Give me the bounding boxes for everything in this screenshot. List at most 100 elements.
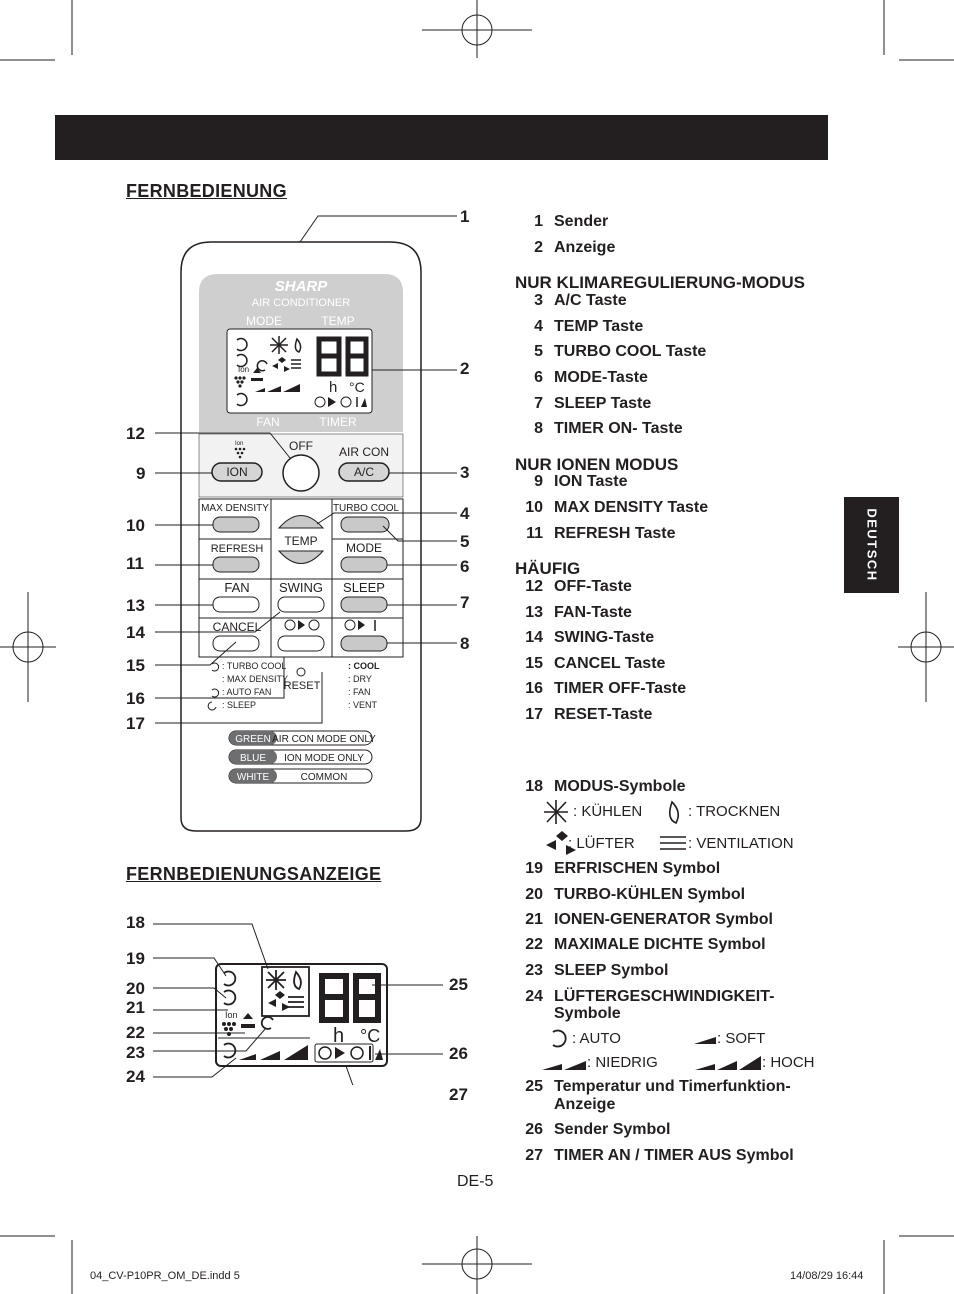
svg-text:MAX DENSITY: MAX DENSITY — [201, 503, 269, 514]
fan-symbol-high: : HOCH — [762, 1054, 815, 1071]
remote-temp-down — [277, 550, 325, 564]
callout-21: 21 — [126, 998, 145, 1017]
callout-19: 19 — [126, 949, 145, 968]
remote-ac-button — [338, 462, 390, 482]
svg-text:Ion: Ion — [225, 1010, 238, 1020]
footer-filename: 04_CV-P10PR_OM_DE.indd 5 — [90, 1270, 240, 1282]
remote-swing-button — [277, 596, 325, 613]
svg-text:ION: ION — [226, 465, 247, 479]
mode-symbol-fan: : LÜFTER — [568, 835, 635, 852]
callout-25: 25 — [449, 975, 468, 994]
svg-text:COMMON: COMMON — [301, 772, 348, 783]
callout-9: 9 — [136, 464, 146, 483]
svg-text:WHITE: WHITE — [237, 772, 270, 783]
remote-off-label: OFF — [289, 439, 313, 453]
svg-text:A/C: A/C — [354, 465, 374, 479]
header-bar — [55, 115, 828, 160]
remote-subtitle: AIR CONDITIONER — [252, 297, 350, 309]
callout-20: 20 — [126, 979, 145, 998]
remote-lcd-celsius: °C — [349, 379, 365, 395]
callout-27: 27 — [449, 1085, 468, 1104]
callout-3: 3 — [460, 463, 470, 482]
callout-4: 4 — [460, 504, 470, 523]
callout-5: 5 — [460, 532, 470, 551]
svg-text:: DRY: : DRY — [348, 674, 372, 684]
remote-timer-off-button — [277, 635, 325, 652]
callout-14: 14 — [126, 623, 145, 642]
svg-text:REFRESH: REFRESH — [211, 543, 264, 555]
list-item-continued: Symbole — [554, 1005, 621, 1022]
fan-symbol-soft: : SOFT — [717, 1030, 766, 1047]
callout-16: 16 — [126, 689, 145, 708]
remote-fan-button — [212, 596, 260, 613]
remote-timer-label: TIMER — [319, 415, 357, 429]
remote-temp-label: TEMP — [321, 314, 354, 328]
remote-mode-label: MODE — [246, 314, 282, 328]
group-heading: HÄUFIG — [515, 559, 581, 578]
svg-text:°C: °C — [360, 1026, 380, 1046]
fan-symbol-auto: : AUTO — [572, 1030, 621, 1047]
callout-18: 18 — [126, 913, 145, 932]
mode-symbol-cool: : KÜHLEN — [573, 803, 643, 820]
svg-text:: COOL: : COOL — [348, 661, 380, 671]
callout-23: 23 — [126, 1043, 145, 1062]
fan-symbol-icons — [542, 1029, 761, 1070]
callout-10: 10 — [126, 516, 145, 535]
remote-off-button — [282, 454, 320, 492]
remote-lcd-ion: Ion — [238, 365, 249, 374]
callout-7: 7 — [460, 593, 470, 612]
fan-symbol-low: : NIEDRIG — [587, 1054, 658, 1071]
svg-text:CANCEL: CANCEL — [213, 620, 262, 634]
svg-text:TURBO COOL: TURBO COOL — [333, 503, 400, 514]
remote-max-density-button — [212, 516, 260, 533]
callout-11: 11 — [126, 554, 144, 573]
remote-ion-button — [211, 462, 263, 482]
callout-22: 22 — [126, 1023, 145, 1042]
list-item-continued: Anzeige — [554, 1096, 616, 1113]
section-title-display: FERNBEDIENUNGSANZEIGE — [126, 864, 382, 884]
callout-1: 1 — [460, 207, 470, 226]
remote-reset-label: RESET — [284, 680, 321, 692]
remote-cancel-button — [212, 635, 260, 652]
svg-text:BLUE: BLUE — [240, 753, 266, 764]
mode-symbol-vent: : VENTILATION — [688, 835, 794, 852]
svg-text:MODE: MODE — [346, 541, 382, 555]
remote-lcd-h: h — [329, 379, 337, 396]
svg-text:: SLEEP: : SLEEP — [222, 700, 256, 710]
svg-text:FAN: FAN — [224, 580, 249, 595]
remote-aircon-label: AIR CON — [339, 445, 389, 459]
callout-24: 24 — [126, 1067, 145, 1086]
group-heading: NUR IONEN MODUS — [515, 455, 679, 474]
svg-text:h: h — [333, 1025, 344, 1047]
remote-refresh-button — [212, 556, 260, 573]
remote-mode-button — [340, 556, 388, 573]
svg-text:AIR CON MODE ONLY: AIR CON MODE ONLY — [272, 734, 376, 745]
callout-2: 2 — [460, 359, 470, 378]
footer-timestamp: 14/08/29 16:44 — [790, 1270, 864, 1282]
callout-8: 8 — [460, 634, 470, 653]
svg-text:: MAX DENSITY: : MAX DENSITY — [222, 674, 288, 684]
group-heading: NUR KLIMAREGULIERUNG-MODUS — [515, 273, 805, 292]
svg-text:: AUTO FAN: : AUTO FAN — [222, 687, 271, 697]
